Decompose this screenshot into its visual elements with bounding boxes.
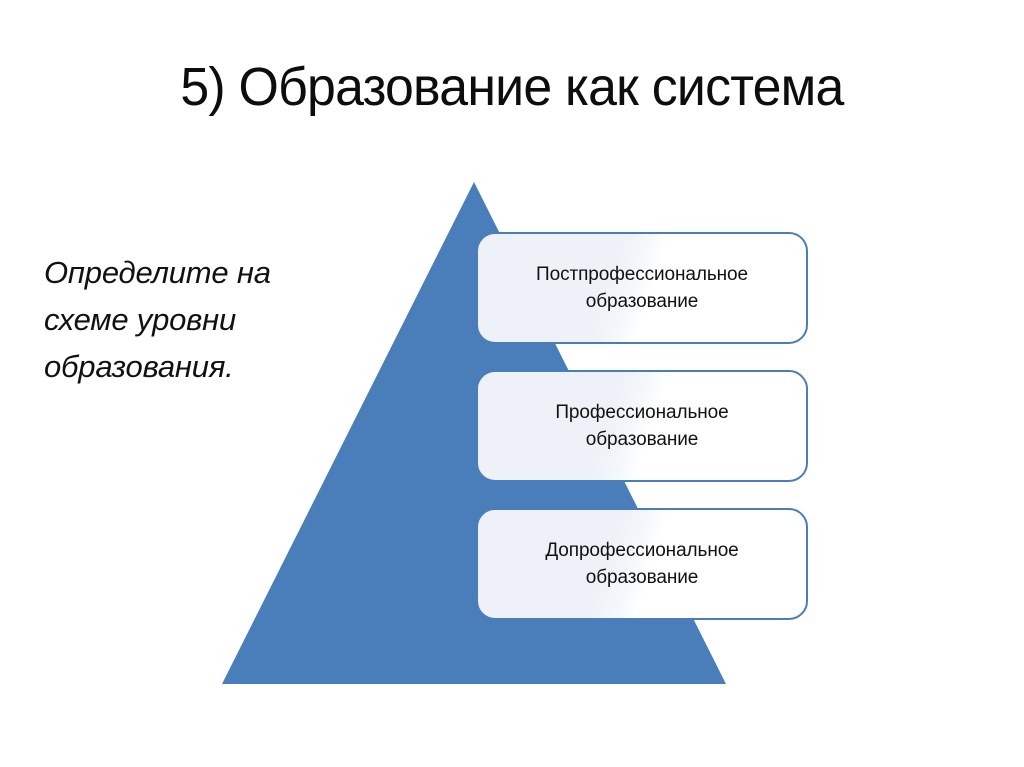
pyramid-diagram: Постпрофессиональное образование Професс… [190,160,840,720]
pyramid-level-label: Допрофессиональное образование [545,540,739,588]
pyramid-level-preprofessional[interactable]: Допрофессиональное образование [476,508,808,620]
pyramid-level-postprofessional[interactable]: Постпрофессиональное образование [476,232,808,344]
pyramid-level-label: Профессиональное образование [555,402,729,450]
page-title: 5) Образование как система [180,57,844,117]
pyramid-level-professional[interactable]: Профессиональное образование [476,370,808,482]
pyramid-level-label: Постпрофессиональное образование [536,264,748,312]
instruction-text: Определите на схеме уровни образования. [44,255,271,384]
